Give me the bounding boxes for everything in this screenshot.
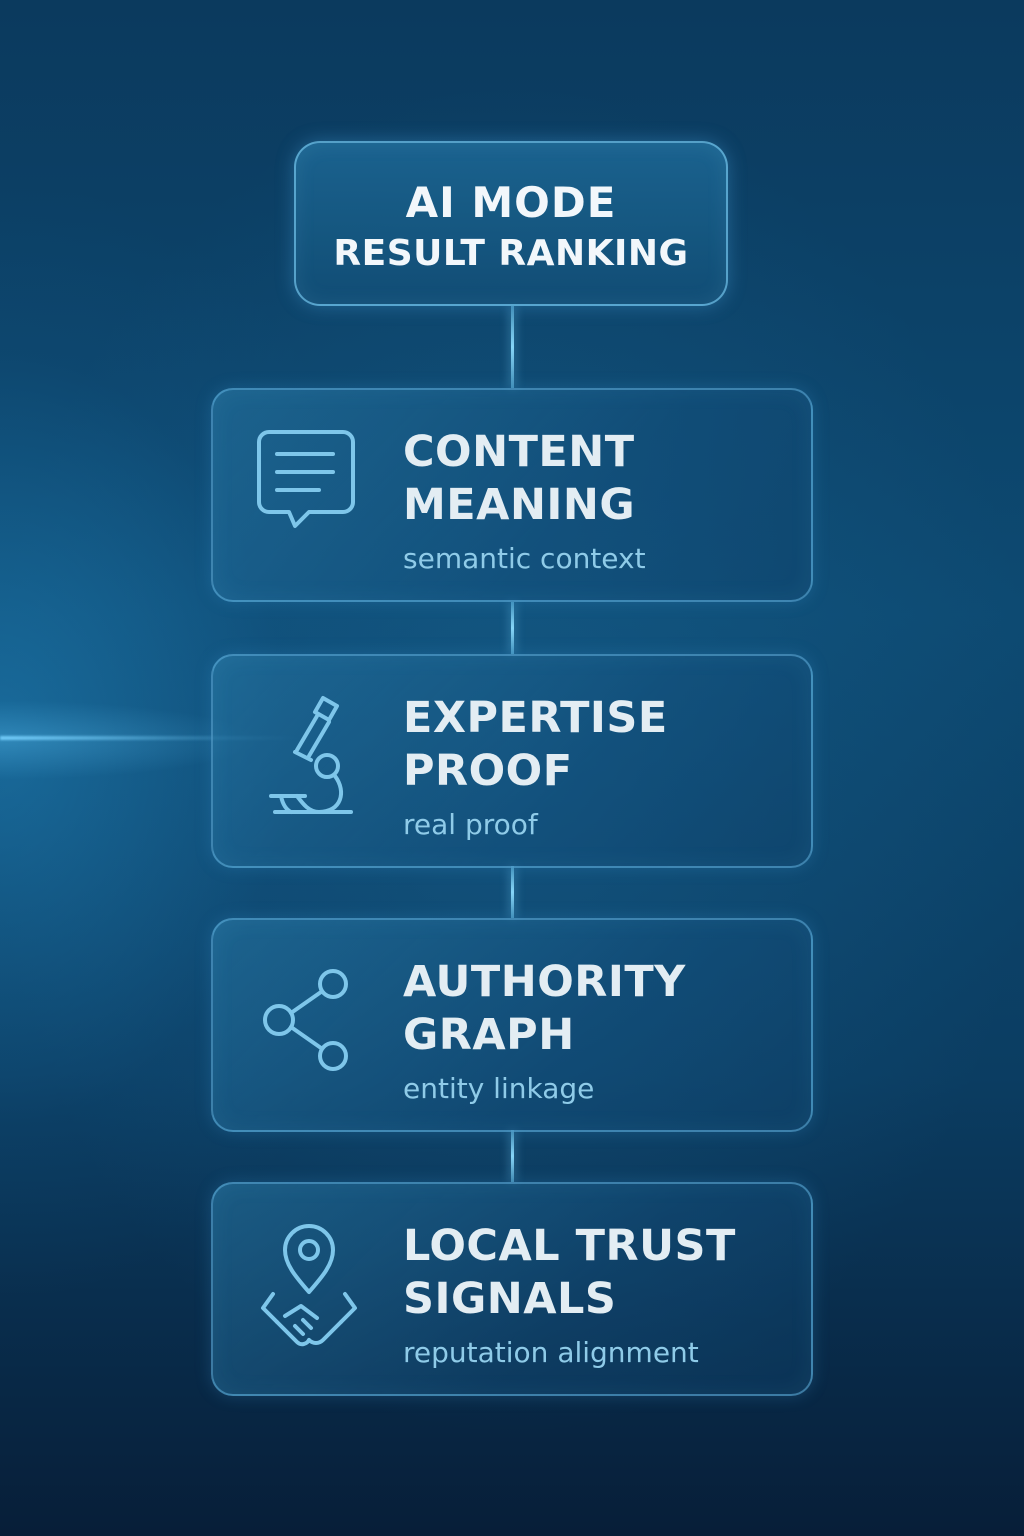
- card-title: AUTHORITY GRAPH: [403, 956, 803, 1062]
- card-title-line2: GRAPH: [403, 1010, 575, 1060]
- header-title-line1: AI MODE: [405, 178, 617, 227]
- card-content-meaning: CONTENT MEANING semantic context: [211, 388, 813, 602]
- card-title-line2: PROOF: [403, 746, 573, 796]
- card-title-line1: EXPERTISE: [403, 693, 668, 743]
- connector-line: [511, 866, 514, 918]
- header-title-line2: RESULT RANKING: [333, 233, 689, 274]
- card-title: LOCAL TRUST SIGNALS: [403, 1220, 803, 1326]
- card-expertise-proof: EXPERTISE PROOF real proof: [211, 654, 813, 868]
- card-title-line1: LOCAL TRUST: [403, 1221, 736, 1271]
- card-title-line1: AUTHORITY: [403, 957, 686, 1007]
- connector-line: [511, 1130, 514, 1182]
- card-subtitle: real proof: [403, 808, 538, 841]
- card-authority-graph: AUTHORITY GRAPH entity linkage: [211, 918, 813, 1132]
- card-title: EXPERTISE PROOF: [403, 692, 803, 798]
- card-title-line2: MEANING: [403, 480, 636, 530]
- connector-line: [511, 306, 514, 388]
- card-title-line1: CONTENT: [403, 427, 635, 477]
- card-title-line2: SIGNALS: [403, 1274, 617, 1324]
- card-local-trust-signals: LOCAL TRUST SIGNALS reputation alignment: [211, 1182, 813, 1396]
- location-handshake-icon: [251, 1220, 361, 1350]
- card-title: CONTENT MEANING: [403, 426, 803, 532]
- ranking-header-box: AI MODE RESULT RANKING: [294, 141, 728, 306]
- microscope-icon: [251, 692, 361, 822]
- card-subtitle: reputation alignment: [403, 1336, 699, 1369]
- light-flare: [0, 736, 300, 740]
- card-subtitle: semantic context: [403, 542, 646, 575]
- share-nodes-icon: [251, 956, 361, 1086]
- card-subtitle: entity linkage: [403, 1072, 595, 1105]
- connector-line: [511, 602, 514, 654]
- chat-bubble-icon: [251, 426, 361, 556]
